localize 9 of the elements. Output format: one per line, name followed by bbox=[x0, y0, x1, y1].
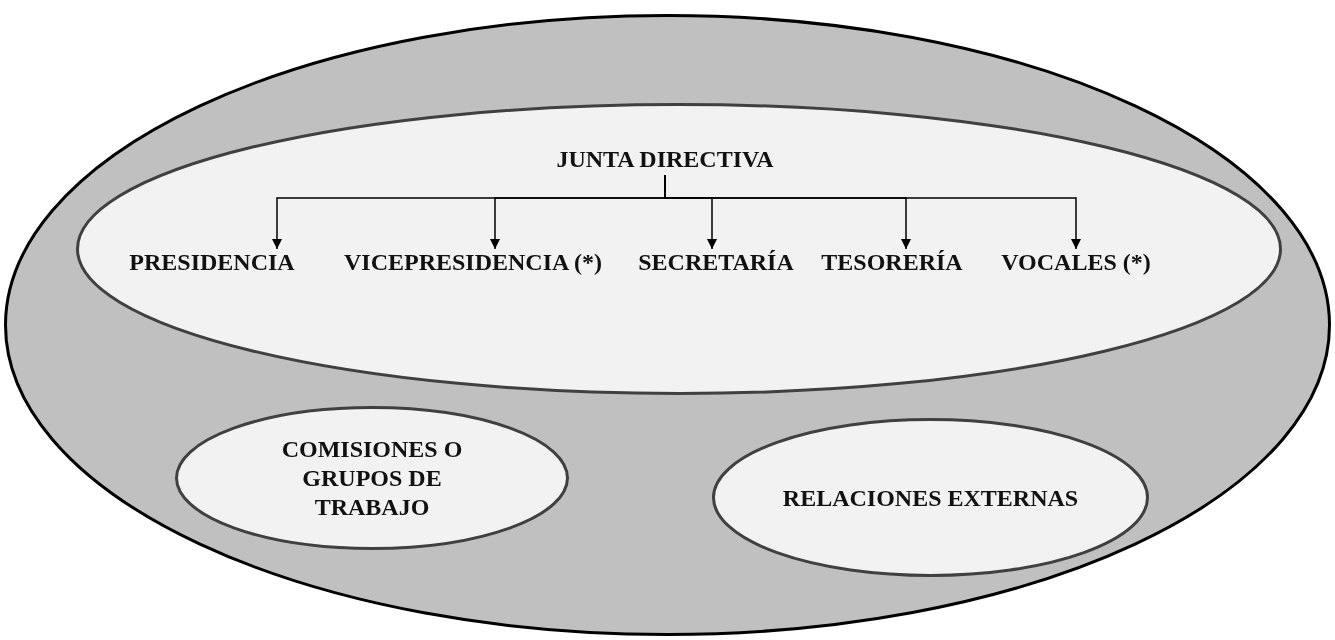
arrow bbox=[664, 174, 1081, 250]
node-label: PRESIDENCIA bbox=[120, 248, 304, 278]
node-label: RELACIONES EXTERNAS bbox=[782, 483, 1079, 512]
node-label: TESORERÍA bbox=[815, 248, 969, 278]
node-label: VOCALES (*) bbox=[990, 248, 1162, 278]
node-label: JUNTA DIRECTIVA bbox=[520, 145, 810, 175]
node-label: SECRETARÍA bbox=[632, 248, 800, 278]
node-label: COMISIONES O GRUPOS DE TRABAJO bbox=[280, 434, 464, 522]
node-label: VICEPRESIDENCIA (*) bbox=[326, 248, 620, 278]
